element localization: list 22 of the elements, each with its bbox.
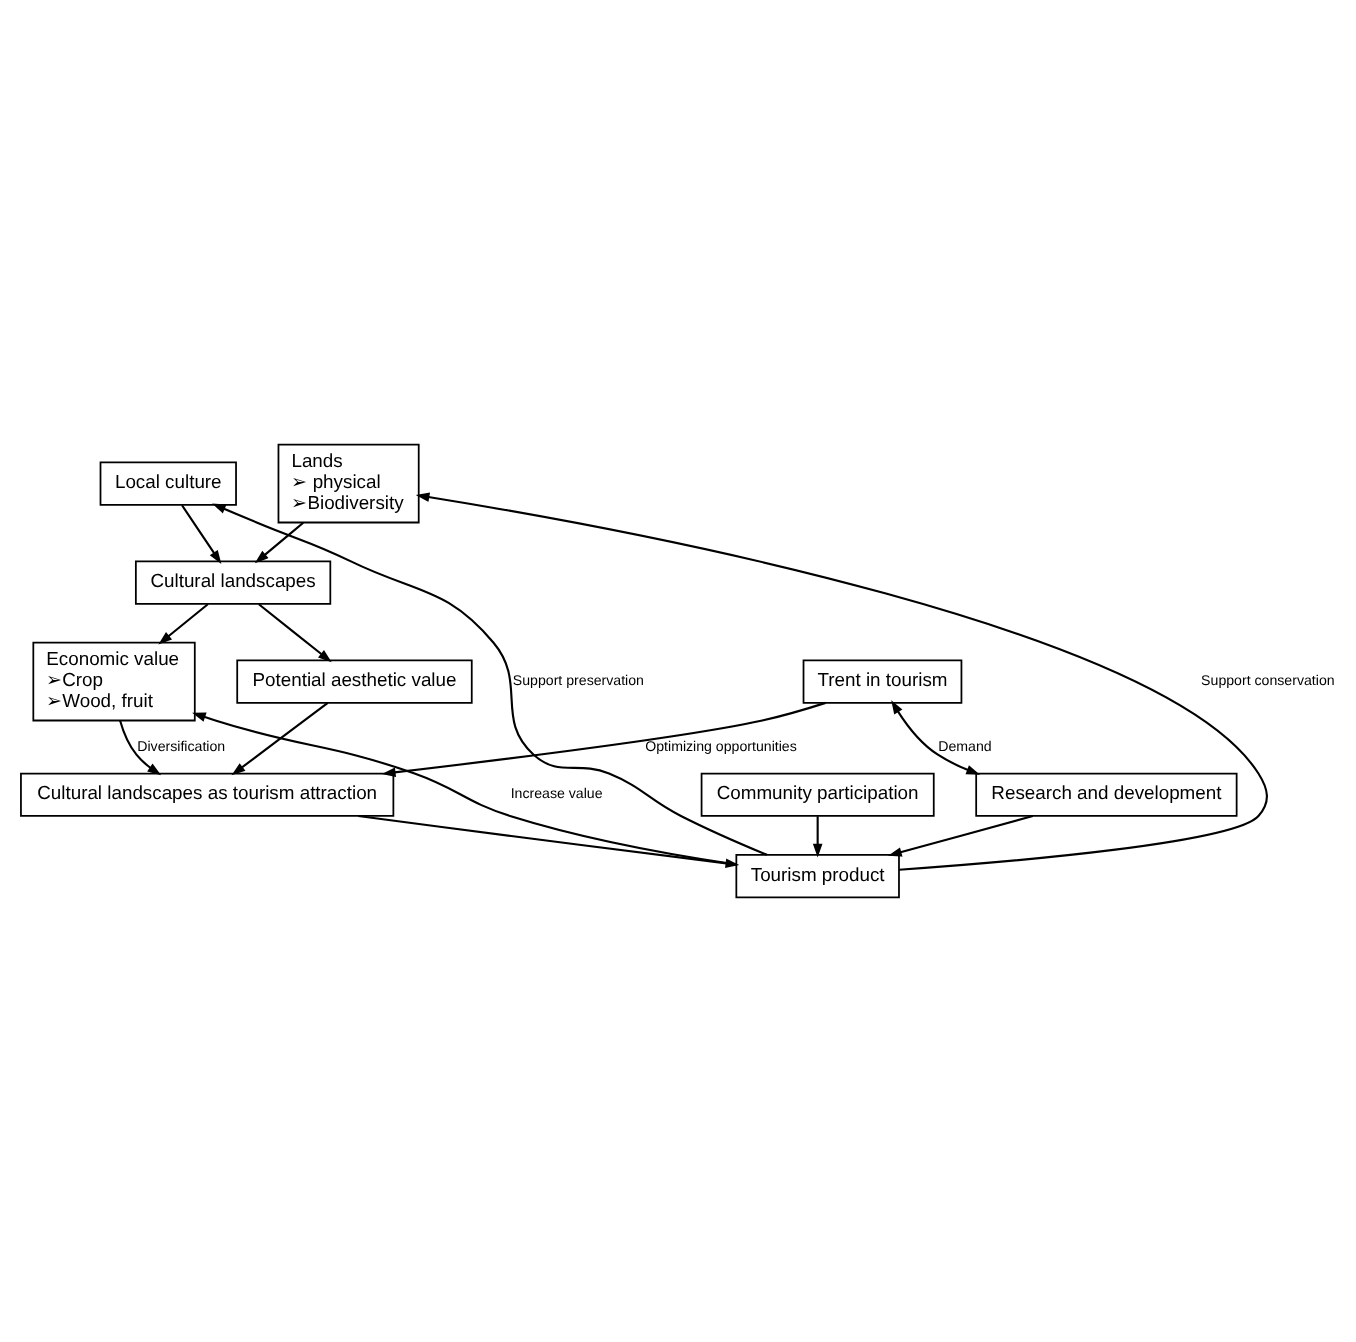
node-box: Local culture [99,461,237,506]
arrow [258,603,332,663]
node-box: Potential aesthetic value [236,659,473,704]
arrow [192,712,737,866]
arrow [158,603,209,645]
node-box: Research and development [975,772,1238,817]
arrow [119,720,162,776]
arrow [381,701,826,778]
arrow [812,816,823,858]
node-box: Cultural landscapes as tourism attraction [20,772,395,817]
node-box: Tourism product [735,853,900,899]
arrow [212,503,768,856]
arrow [254,521,304,564]
arrow [231,702,329,776]
arrow [181,504,222,564]
node-box: Economic value ➢Crop ➢Wood, fruit [32,641,196,722]
node-box: Cultural landscapes [134,560,332,605]
arrow [891,700,980,775]
node-box: Community participation [700,772,935,817]
node-box: Trent in tourism [802,659,963,704]
node-box: Lands ➢ physical ➢Biodiversity [277,443,420,524]
arrow [888,815,1034,857]
